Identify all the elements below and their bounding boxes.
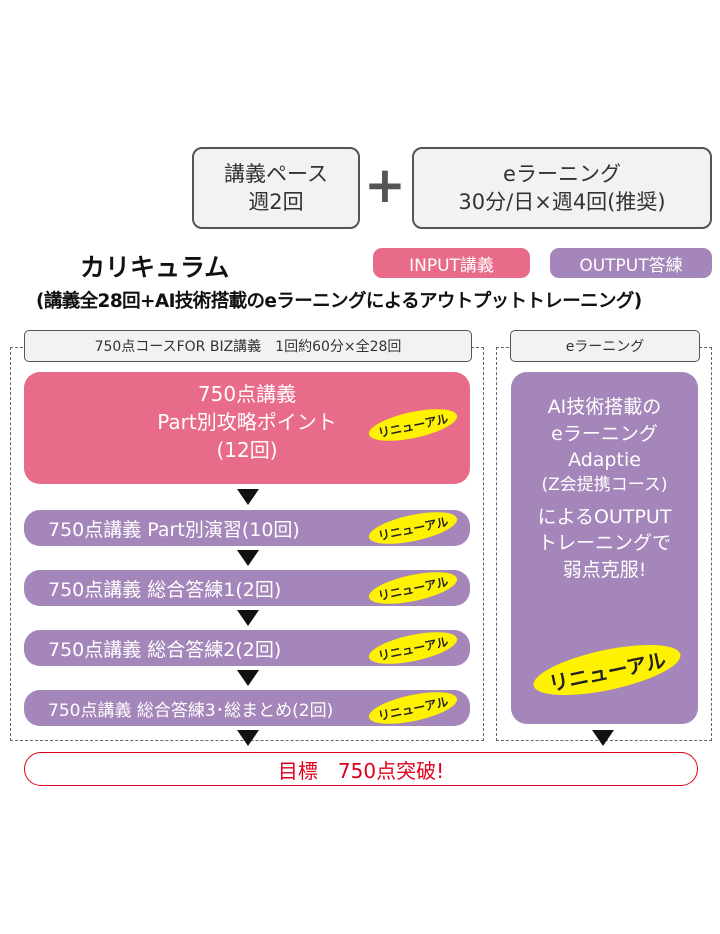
elearning-pace-box: eラーニング 30分/日×週4回(推奨) bbox=[412, 147, 712, 229]
block-line: によるOUTPUT bbox=[537, 505, 672, 528]
block-count: (12回) bbox=[216, 438, 278, 462]
elearning-block: AI技術搭載の eラーニング Adaptie (Z会提携コース) によるOUTP… bbox=[511, 372, 698, 724]
plus-icon: + bbox=[364, 156, 406, 214]
block-line: トレーニングで bbox=[537, 532, 671, 555]
row-label: 750点講義 総合答練2(2回) bbox=[48, 638, 282, 661]
row-label: 750点講義 総合答練1(2回) bbox=[48, 578, 282, 601]
elearning-value: 30分/日×週4回(推奨) bbox=[458, 190, 666, 214]
down-arrow-icon bbox=[237, 730, 259, 746]
curriculum-title: カリキュラム bbox=[80, 253, 230, 282]
down-arrow-icon bbox=[592, 730, 614, 746]
down-arrow-icon bbox=[237, 550, 259, 566]
down-arrow-icon bbox=[237, 610, 259, 626]
elearning-label: eラーニング bbox=[503, 161, 621, 186]
curriculum-subtitle: (講義全28回+AI技術搭載のeラーニングによるアウトプットトレーニング) bbox=[36, 291, 642, 312]
row-label: 750点講義 Part別演習(10回) bbox=[48, 518, 300, 541]
block-subtitle: Part別攻略ポイント bbox=[157, 410, 337, 434]
block-line: Adaptie bbox=[568, 449, 641, 472]
down-arrow-icon bbox=[237, 670, 259, 686]
row-label: 750点講義 総合答練3･総まとめ(2回) bbox=[48, 700, 334, 721]
elearning-header: eラーニング bbox=[510, 330, 700, 362]
lecture-course-header: 750点コースFOR BIZ講義 1回約60分×全28回 bbox=[24, 330, 472, 362]
block-line: 弱点克服! bbox=[562, 558, 647, 581]
down-arrow-icon bbox=[237, 489, 259, 505]
block-title: 750点講義 bbox=[197, 382, 297, 406]
legend-input: INPUT講義 bbox=[373, 248, 530, 278]
block-line: (Z会提携コース) bbox=[541, 474, 668, 495]
pace-label: 講義ペース bbox=[224, 161, 328, 186]
block-line: eラーニング bbox=[551, 422, 658, 445]
block-line: AI技術搭載の bbox=[547, 396, 662, 418]
lecture-pace-box: 講義ペース 週2回 bbox=[192, 147, 360, 229]
legend-output: OUTPUT答練 bbox=[550, 248, 712, 278]
goal-banner: 目標 750点突破! bbox=[24, 752, 698, 786]
pace-value: 週2回 bbox=[248, 190, 304, 214]
